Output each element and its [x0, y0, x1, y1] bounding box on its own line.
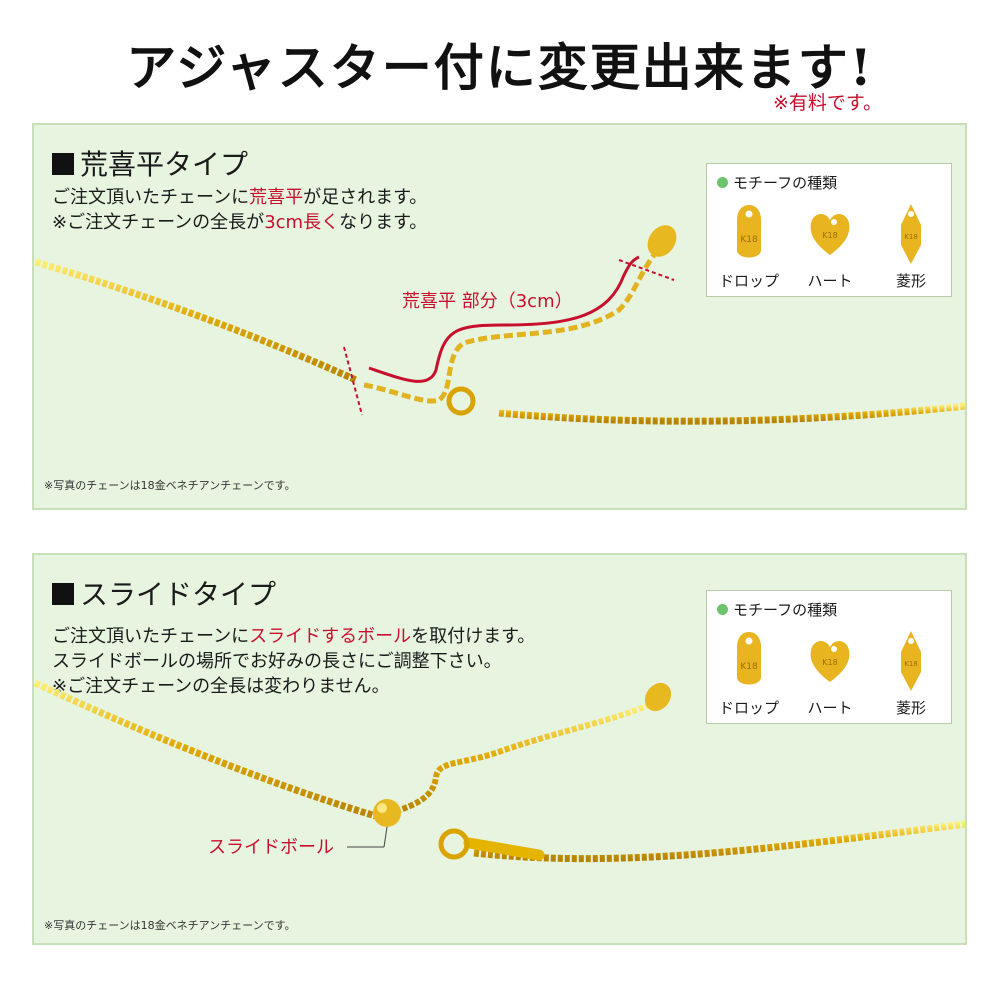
highlight-text: 3cm長く — [264, 212, 340, 233]
motif-label: ドロップ — [718, 272, 779, 290]
motif-label: ハート — [807, 272, 853, 290]
extension-length-marker — [368, 255, 640, 383]
drop-tag-icon: K18 — [737, 632, 761, 685]
end-bar — [463, 837, 545, 861]
motif-heading: モチーフの種類 — [717, 172, 837, 193]
spring-ring-clasp — [446, 386, 476, 416]
bullet-dot-icon — [717, 177, 728, 188]
section-title: 荒喜平タイプ — [52, 143, 248, 183]
diamond-tag-icon: K18 — [901, 631, 921, 691]
photo-note: ※写真のチェーンは18金ベネチアンチェーンです。 — [44, 479, 296, 492]
motif-label: 菱形 — [895, 272, 926, 290]
extension-part-label: 荒喜平 部分（3cm） — [402, 291, 573, 312]
slide-type-panel: スライドタイプ ご注文頂いたチェーンにスライドするボールを取付けます。 スライド… — [32, 553, 967, 945]
heart-tag-icon: K18 — [810, 641, 850, 682]
bullet-dot-icon — [717, 604, 728, 615]
svg-text:K18: K18 — [822, 231, 837, 240]
drop-tag-icon: K18 — [737, 205, 761, 258]
highlight-text: スライドするボール — [249, 626, 412, 647]
motif-heart: K18 ハート — [792, 627, 868, 719]
adjuster-type-panel: 荒喜平タイプ ご注文頂いたチェーンに荒喜平が足されます。 ※ご注文チェーンの全長… — [32, 123, 967, 510]
motif-types-box: モチーフの種類 K18 ドロップ K18 ハート K18 菱形 — [706, 163, 952, 297]
motif-diamond: K18 菱形 — [873, 627, 949, 719]
description-line: ※ご注文チェーンの全長は変わりません。 — [52, 676, 390, 697]
svg-text:K18: K18 — [904, 233, 918, 241]
motif-drop: K18 ドロップ — [711, 627, 787, 719]
chain-photo-illustration — [34, 678, 965, 863]
square-bullet-icon — [52, 153, 74, 175]
motif-heading: モチーフの種類 — [717, 599, 837, 620]
motif-diamond: K18 菱形 — [873, 200, 949, 292]
chain-left — [34, 678, 380, 821]
svg-text:K18: K18 — [740, 662, 758, 672]
svg-text:K18: K18 — [822, 658, 837, 667]
motif-label: 菱形 — [895, 699, 926, 717]
chain-adjust — [388, 702, 651, 816]
slide-ball-label: スライドボール — [208, 837, 334, 858]
motif-label: ドロップ — [718, 699, 779, 717]
end-tag — [644, 682, 672, 712]
description-line: スライドボールの場所でお好みの長さにご調整下さい。 — [52, 651, 502, 672]
description-line: ※ご注文チェーンの全長が3cm長くなります。 — [52, 212, 428, 233]
section-description: ご注文頂いたチェーンに荒喜平が足されます。 ※ご注文チェーンの全長が3cm長くな… — [52, 185, 427, 235]
motif-heart: K18 ハート — [792, 200, 868, 292]
section-description: ご注文頂いたチェーンにスライドするボールを取付けます。 スライドボールの場所でお… — [52, 624, 535, 699]
slide-ball — [373, 799, 401, 827]
svg-text:K18: K18 — [904, 660, 918, 668]
photo-note: ※写真のチェーンは18金ベネチアンチェーンです。 — [44, 919, 296, 932]
highlight-text: 荒喜平 — [249, 187, 304, 208]
chain-photo-illustration — [34, 225, 965, 425]
extender-chain — [363, 253, 657, 404]
motif-drop: K18 ドロップ — [711, 200, 787, 292]
description-line: ご注文頂いたチェーンに荒喜平が足されます。 — [52, 187, 428, 208]
square-bullet-icon — [52, 583, 74, 605]
motif-types-box: モチーフの種類 K18 ドロップ K18 ハート K18 菱形 — [706, 590, 952, 724]
chain-left — [34, 257, 358, 384]
motif-label: ハート — [807, 699, 853, 717]
spring-ring-clasp — [438, 828, 470, 860]
chain-right — [498, 402, 965, 425]
chain-right — [473, 820, 965, 863]
diamond-tag-icon: K18 — [901, 204, 921, 264]
end-tag — [647, 225, 677, 257]
page-title: アジャスター付に変更出来ます! — [126, 38, 874, 97]
section-title: スライドタイプ — [52, 573, 276, 613]
fee-note: ※有料です。 — [772, 92, 882, 114]
svg-text:K18: K18 — [740, 235, 758, 245]
description-line: ご注文頂いたチェーンにスライドするボールを取付けます。 — [52, 626, 536, 647]
heart-tag-icon: K18 — [810, 214, 850, 255]
